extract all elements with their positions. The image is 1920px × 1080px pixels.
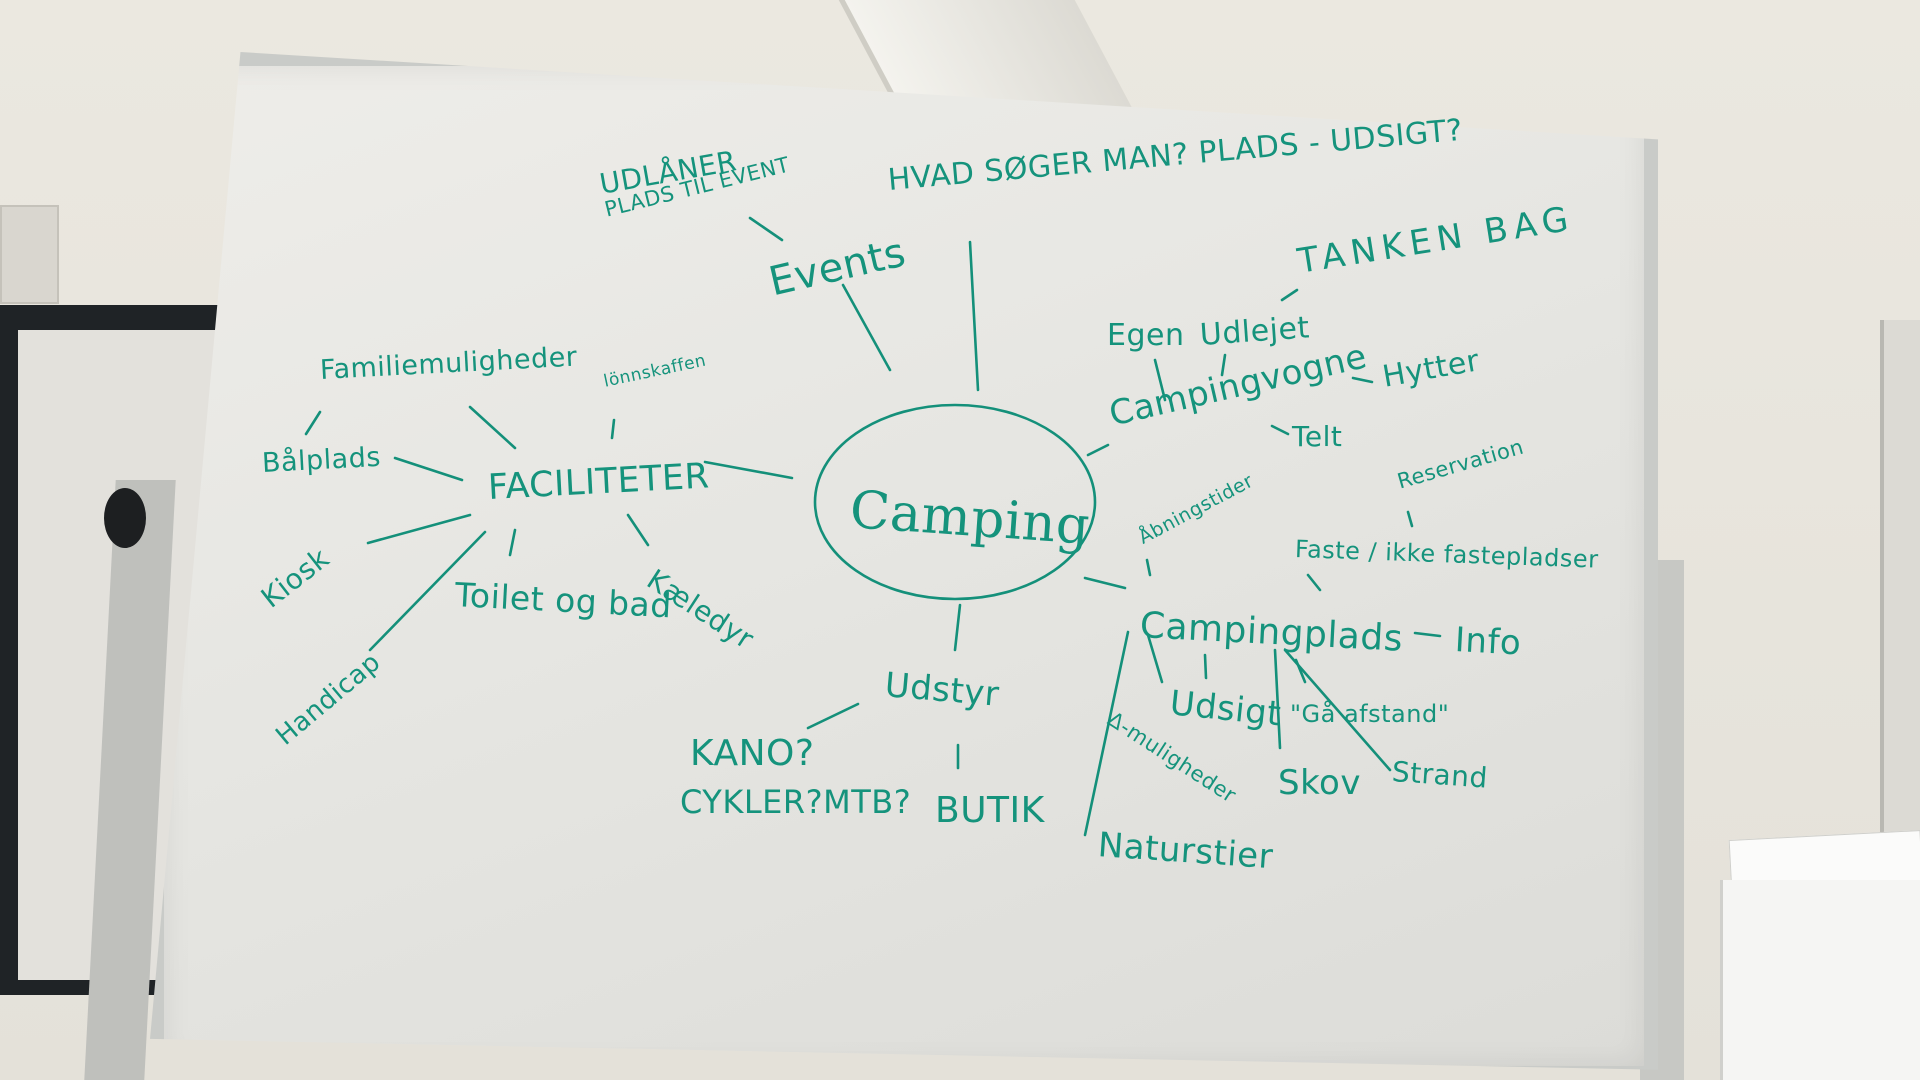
link-gaa (1294, 658, 1307, 684)
link-kaeledyr (626, 513, 650, 547)
gaa-afstand-label: "Gå afstand" (1290, 700, 1450, 728)
stand-knob (104, 488, 146, 548)
link-faste (1306, 573, 1322, 592)
link-lonne (610, 418, 616, 440)
link-udstyr (953, 603, 962, 652)
link-events (841, 283, 892, 372)
link-reservation (1406, 510, 1414, 528)
egen-label: Egen (1107, 318, 1185, 353)
window-frame (1880, 320, 1920, 880)
camping-ellipse (813, 403, 1097, 601)
info-label: Info (1453, 620, 1523, 664)
strand-label: Strand (1390, 755, 1489, 795)
link-familie (468, 405, 517, 450)
link-udlaaner (748, 216, 784, 242)
link-faciliteter (703, 460, 794, 480)
telt-label: Telt (1292, 420, 1343, 453)
link-tanken (1280, 288, 1299, 302)
cykler-label: CYKLER?MTB? (680, 783, 912, 821)
link-skov (1273, 648, 1282, 750)
link-baalplads (393, 456, 464, 482)
shelf (1720, 880, 1920, 1080)
link-toilet (508, 528, 517, 557)
link-kano (806, 702, 860, 730)
link-udsigt (1203, 653, 1208, 680)
kano-label: KANO? (690, 733, 815, 774)
link-telt (1270, 424, 1290, 436)
link-strand (1283, 648, 1392, 772)
link-familie-arrow (304, 410, 322, 436)
link-info (1413, 631, 1442, 638)
link-handicap (368, 530, 487, 652)
wall-speaker (0, 205, 59, 304)
skov-label: Skov (1278, 763, 1361, 803)
baalplads-label: Bålplads (261, 441, 382, 479)
link-campingvogne (1086, 443, 1110, 457)
link-aabning (1145, 558, 1152, 577)
link-egen (1153, 358, 1167, 402)
link-hytter (1351, 376, 1374, 384)
link-naturstier (1083, 630, 1130, 837)
link-kiosk (366, 513, 472, 545)
link-udlejet (1220, 353, 1227, 377)
link-campingplads (1083, 576, 1127, 590)
link-hvad (968, 240, 980, 392)
butik-label: BUTIK (935, 790, 1045, 831)
link-muligheder (1146, 633, 1164, 684)
